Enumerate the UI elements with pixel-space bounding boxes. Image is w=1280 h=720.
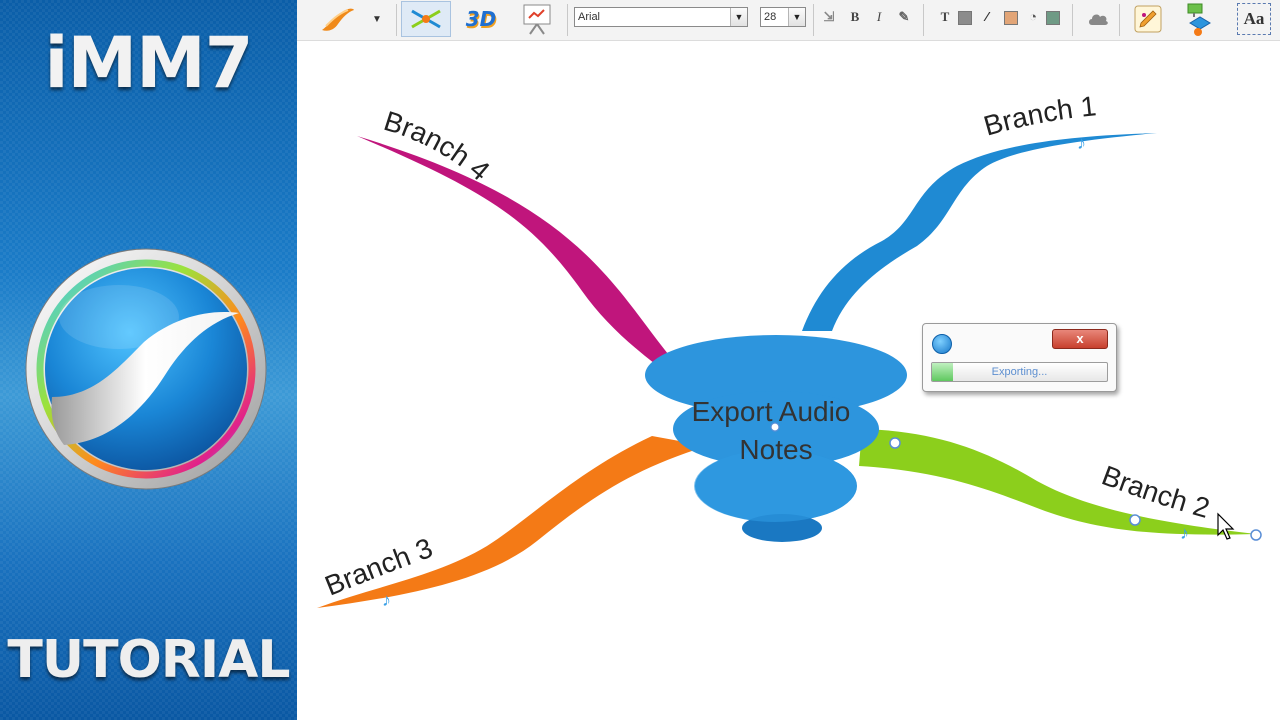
styles-icon: Aa — [1243, 9, 1265, 28]
branch-handle[interactable] — [1129, 514, 1141, 526]
branch-brush-button[interactable] — [315, 0, 359, 38]
font-size-value: 28 — [764, 11, 777, 23]
presentation-icon — [523, 4, 551, 35]
central-idea[interactable]: Export Audio Notes — [645, 335, 907, 542]
cursor-icon — [1217, 512, 1235, 540]
imindmap-small-icon — [932, 334, 952, 354]
branch-handle[interactable] — [1250, 529, 1262, 541]
branch-4[interactable] — [357, 136, 682, 379]
mind-map-canvas[interactable]: Export Audio Notes Branch 4 Branch 1 Bra… — [297, 41, 1280, 720]
music-note-icon[interactable]: ♪ — [1077, 133, 1086, 153]
progress-status-text: Exporting... — [991, 366, 1048, 378]
branch-handle[interactable] — [889, 437, 901, 449]
bold-button[interactable]: B — [848, 10, 862, 24]
branch-3[interactable] — [317, 436, 707, 608]
flowchart-button[interactable] — [1181, 0, 1221, 38]
font-size-select[interactable]: 28 ▼ — [760, 7, 806, 27]
central-idea-line1: Export Audio — [692, 396, 851, 427]
progress-fill — [932, 363, 953, 381]
3d-view-button[interactable]: 3D — [459, 0, 503, 38]
banner-title: iMM7 — [44, 22, 253, 104]
relationship-tool-button[interactable] — [401, 1, 451, 37]
bold-icon: B — [850, 9, 860, 24]
image-color-icon: ◔ — [1029, 9, 1037, 24]
italic-button[interactable]: I — [872, 10, 886, 24]
clear-format-icon: ⇲ — [823, 9, 835, 24]
mind-map: Export Audio Notes Branch 4 Branch 1 Bra… — [317, 90, 1262, 610]
line-color-button[interactable]: ⁄ — [980, 10, 994, 24]
image-color-button[interactable]: ◔ — [1026, 10, 1040, 24]
branch-style-dropdown[interactable]: ▼ — [367, 0, 387, 38]
clear-format-button[interactable]: ⇲ — [822, 10, 836, 24]
text-color-icon: T — [940, 9, 950, 24]
dropdown-arrow-icon: ▼ — [372, 13, 382, 25]
music-note-icon[interactable]: ♪ — [1180, 523, 1189, 543]
tutorial-banner: iMM7 — [0, 0, 297, 720]
fill-color-swatch[interactable] — [1004, 11, 1018, 25]
3d-view-icon: 3D — [465, 7, 497, 31]
music-note-icon[interactable]: ♪ — [382, 590, 391, 610]
cloud-icon — [1089, 14, 1108, 25]
sticky-note-button[interactable] — [1129, 0, 1169, 38]
branch-1[interactable] — [802, 133, 1157, 331]
line-color-icon: ⁄ — [985, 9, 989, 24]
selection-handle[interactable] — [770, 422, 780, 432]
chevron-down-icon[interactable]: ▼ — [788, 8, 805, 26]
branch-4-label[interactable]: Branch 4 — [380, 105, 495, 187]
banner-subtitle: TUTORIAL — [7, 630, 290, 690]
text-color-swatch[interactable] — [958, 11, 972, 25]
cloud-button[interactable] — [1085, 0, 1111, 38]
chevron-down-icon[interactable]: ▼ — [730, 8, 747, 26]
central-idea-line2: Notes — [739, 434, 812, 465]
format-painter-button[interactable]: ✎ — [897, 10, 911, 24]
format-painter-icon: ✎ — [898, 9, 910, 24]
connection-icon — [411, 9, 441, 29]
styles-button[interactable]: Aa — [1237, 3, 1271, 35]
font-name-select[interactable]: Arial ▼ — [574, 7, 748, 27]
text-color-button[interactable]: T — [938, 10, 952, 24]
shape-color-swatch[interactable] — [1046, 11, 1060, 25]
flowchart-icon — [1187, 3, 1211, 36]
formatting-toolbar: ▼ 3D Arial ▼ 28 ▼ ⇲ B I — [297, 0, 1280, 41]
export-progress-dialog: x Exporting... — [922, 323, 1117, 392]
export-progress-bar: Exporting... — [931, 362, 1108, 382]
sticky-note-icon — [1134, 5, 1162, 33]
branch-brush-icon — [322, 8, 354, 31]
presentation-button[interactable] — [515, 0, 559, 38]
font-name-value: Arial — [578, 11, 601, 23]
imindmap-logo-icon — [25, 248, 267, 490]
branch-2[interactable] — [859, 429, 1257, 535]
italic-icon: I — [876, 9, 882, 24]
close-button[interactable]: x — [1052, 329, 1108, 349]
